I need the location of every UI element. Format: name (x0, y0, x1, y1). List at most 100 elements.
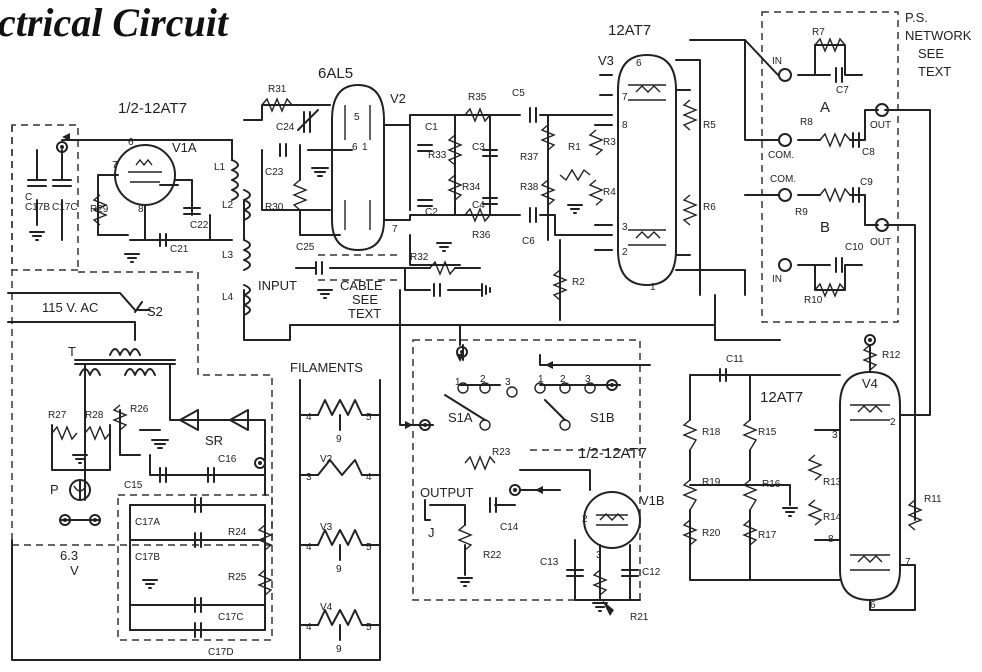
filament-v4 (317, 609, 363, 641)
r31-label: R31 (268, 84, 287, 95)
pin-label: 3 (622, 222, 628, 233)
enclosure-c18-c19 (11, 125, 78, 271)
r7-label: R7 (812, 27, 825, 38)
c15-plates (159, 467, 167, 483)
r14-zigzag (807, 499, 823, 526)
l4-label: L4 (222, 292, 234, 303)
c21-label: C22 (190, 220, 209, 231)
v3-filament-top (635, 85, 661, 93)
r24-label: R24 (228, 527, 247, 538)
pin-label: 8 (828, 534, 834, 545)
fil-v4-label: V4 (320, 602, 333, 613)
s1a-wiper[interactable] (444, 394, 486, 421)
section-a-label: A (820, 99, 830, 116)
cable-label-1: CABLE (340, 278, 383, 293)
terminal-b-out[interactable] (875, 218, 889, 232)
c3-label: C3 (472, 142, 485, 153)
r32-label: R32 (410, 252, 429, 263)
c4-plates (482, 197, 498, 205)
r11-zigzag (907, 499, 923, 531)
r36-label: R36 (472, 230, 491, 241)
c13-plates (566, 569, 584, 577)
v1a-label: V1A (172, 140, 197, 155)
r24-zigzag (257, 524, 273, 551)
c11-plates (719, 368, 727, 382)
r6-zigzag (682, 194, 698, 226)
pilot-lamp (69, 479, 91, 501)
filaments-label: FILAMENTS (290, 360, 363, 375)
c2-plates (417, 199, 433, 207)
v4-type-label: 12AT7 (760, 389, 803, 406)
output-label: OUTPUT (420, 485, 474, 500)
r27-zigzag (51, 425, 78, 441)
c-label: C (25, 192, 32, 203)
pin-label: 2 (622, 247, 628, 258)
c22-label: C23 (265, 167, 284, 178)
terminal-a-in[interactable] (778, 68, 792, 82)
section-labels: P.S. NETWORK SEE TEXT INPUT CABLE SEE TE… (42, 10, 972, 578)
a-com-label: COM. (768, 150, 794, 161)
c20-label: C21 (170, 244, 189, 255)
r3-label: R3 (603, 137, 616, 148)
pin-label: 1 (650, 282, 656, 293)
cable-label-3: TEXT (348, 306, 381, 321)
s1b-label: S1B (590, 410, 615, 425)
l3-coil (243, 239, 251, 271)
r34-label: R34 (462, 182, 481, 193)
terminal-63v-a[interactable] (59, 514, 71, 526)
ac-label: 115 V. AC (42, 300, 98, 315)
terminal-a-out[interactable] (875, 103, 889, 117)
a-in-label: IN (772, 56, 782, 67)
terminal-b-com[interactable] (778, 188, 792, 202)
r6-label: R6 (703, 202, 716, 213)
b-in-label: IN (772, 274, 782, 285)
ground-symbols (29, 167, 798, 612)
v2-elements (344, 105, 371, 230)
c6-label: C6 (522, 236, 535, 247)
l1-label: L1 (214, 162, 226, 173)
tube-v1a-envelope (114, 144, 176, 206)
v4-elements (850, 404, 890, 571)
r8-label: R8 (800, 117, 813, 128)
r26-label: R26 (130, 404, 149, 415)
pin-label: 1 (455, 377, 461, 388)
r23-zigzag (464, 455, 496, 471)
v3-filament-bottom (635, 231, 661, 239)
ground-v1a (124, 253, 140, 263)
output-jack[interactable] (424, 499, 431, 521)
s1b-wiper[interactable] (544, 399, 566, 421)
r13-zigzag (807, 454, 823, 481)
terminal-b-in[interactable] (778, 258, 792, 272)
pin-label: 7 (622, 92, 628, 103)
v1a-type-label: 1/2-12AT7 (118, 100, 187, 117)
s2-wiper[interactable] (134, 301, 143, 313)
terminal-63v-b[interactable] (89, 514, 101, 526)
pin-label: 2 (890, 417, 896, 428)
c15-label: C15 (124, 480, 143, 491)
c7-label: C7 (836, 85, 849, 96)
r30-label: R30 (265, 202, 284, 213)
ground-v3 (567, 204, 583, 214)
pin-label: 3 (585, 374, 591, 385)
v1b-label: V1B (640, 493, 665, 508)
tube-envelopes (114, 54, 901, 601)
pin-label: 7 (905, 557, 911, 568)
c14-plates (489, 497, 497, 513)
terminal-a-com[interactable] (778, 133, 792, 147)
r18-zigzag (682, 419, 698, 451)
c10-label: C10 (845, 242, 864, 253)
c17c-label: C17C (218, 612, 244, 623)
c24-label: C25 (296, 242, 315, 253)
c5-plates (529, 107, 537, 123)
input-label: INPUT (258, 278, 297, 293)
v1b-filament (599, 513, 625, 521)
r21-label: R21 (630, 612, 649, 623)
r3-zigzag (588, 129, 604, 156)
v4-label: V4 (862, 376, 878, 391)
ac-plug[interactable] (7, 292, 23, 323)
pin-label: 9 (336, 564, 342, 575)
v4-filament-bottom (857, 555, 883, 563)
tube-v4-envelope (839, 371, 901, 601)
v1b-elements (596, 514, 628, 526)
fil-v2-label: V2 (320, 454, 333, 465)
